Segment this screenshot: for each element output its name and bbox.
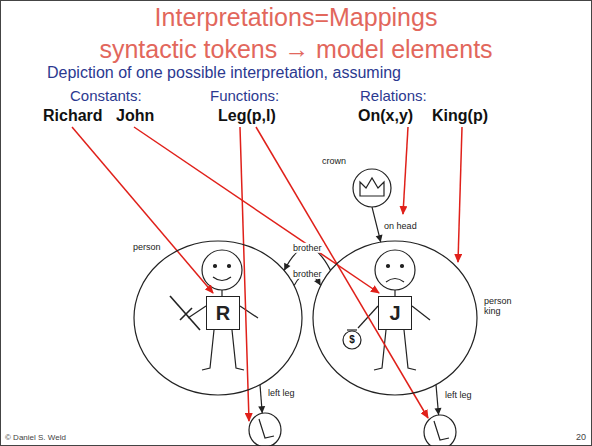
column-heading: Constants:	[70, 87, 142, 104]
element-label: left leg	[268, 388, 295, 398]
function-token: Leg(p,l)	[218, 107, 276, 125]
element-label: person	[133, 242, 161, 252]
money-symbol: $	[344, 334, 360, 346]
copyright-note: © Daniel S. Weld	[5, 433, 66, 442]
object-box: J	[378, 296, 412, 330]
oval-outline	[313, 241, 477, 395]
leg-oval: left leg	[423, 414, 457, 446]
mapping-arrow	[72, 127, 213, 293]
arrowhead	[376, 235, 383, 243]
slide-subtitle: syntactic tokens → model elements	[0, 35, 592, 64]
oval-outline	[423, 414, 457, 446]
arrowhead	[435, 408, 442, 415]
element-label: person king	[484, 296, 520, 317]
arrowhead	[284, 263, 290, 271]
box-letter: R	[216, 302, 230, 325]
constant-token: John	[116, 107, 154, 125]
mapping-arrow	[240, 127, 249, 421]
relation-label: brother	[291, 269, 324, 279]
object-box: R	[206, 296, 240, 330]
relation-label: brother	[291, 243, 324, 253]
relation-token: On(x,y)	[358, 107, 413, 125]
arrowhead	[258, 406, 265, 413]
mapping-arrow	[458, 127, 462, 262]
john-figure	[343, 250, 430, 370]
column-heading: Functions:	[210, 87, 279, 104]
column-heading: Relations:	[360, 87, 427, 104]
oval-outline	[249, 413, 281, 446]
element-label: crown	[322, 156, 346, 166]
page-number: 20	[566, 432, 586, 442]
crown-symbol	[360, 178, 384, 196]
mapping-arrow	[256, 127, 428, 418]
mapping-arrow	[403, 127, 408, 214]
relation-label: on head	[382, 220, 419, 230]
person-oval: personR	[133, 240, 303, 396]
slide-title: Interpretations=Mappings	[0, 3, 592, 32]
leg-symbol	[434, 421, 449, 440]
intro-text: Depiction of one possible interpretation…	[47, 64, 401, 82]
relation-token: King(p)	[432, 107, 488, 125]
element-label: left leg	[445, 390, 472, 400]
mapping-arrows	[72, 127, 462, 421]
oval-outline	[134, 241, 302, 395]
oval-outline	[424, 415, 456, 446]
oval-outline	[248, 412, 282, 446]
mapping-arrow	[134, 127, 379, 293]
person-oval: person kingJ	[312, 240, 478, 396]
crown-circle: crown	[352, 168, 392, 208]
box-letter: J	[389, 302, 400, 325]
leg-symbol	[259, 419, 274, 438]
oval-outline	[352, 168, 392, 208]
constant-token: Richard	[43, 107, 103, 125]
leg-oval: left leg	[248, 412, 282, 446]
oval-outline	[353, 169, 391, 207]
